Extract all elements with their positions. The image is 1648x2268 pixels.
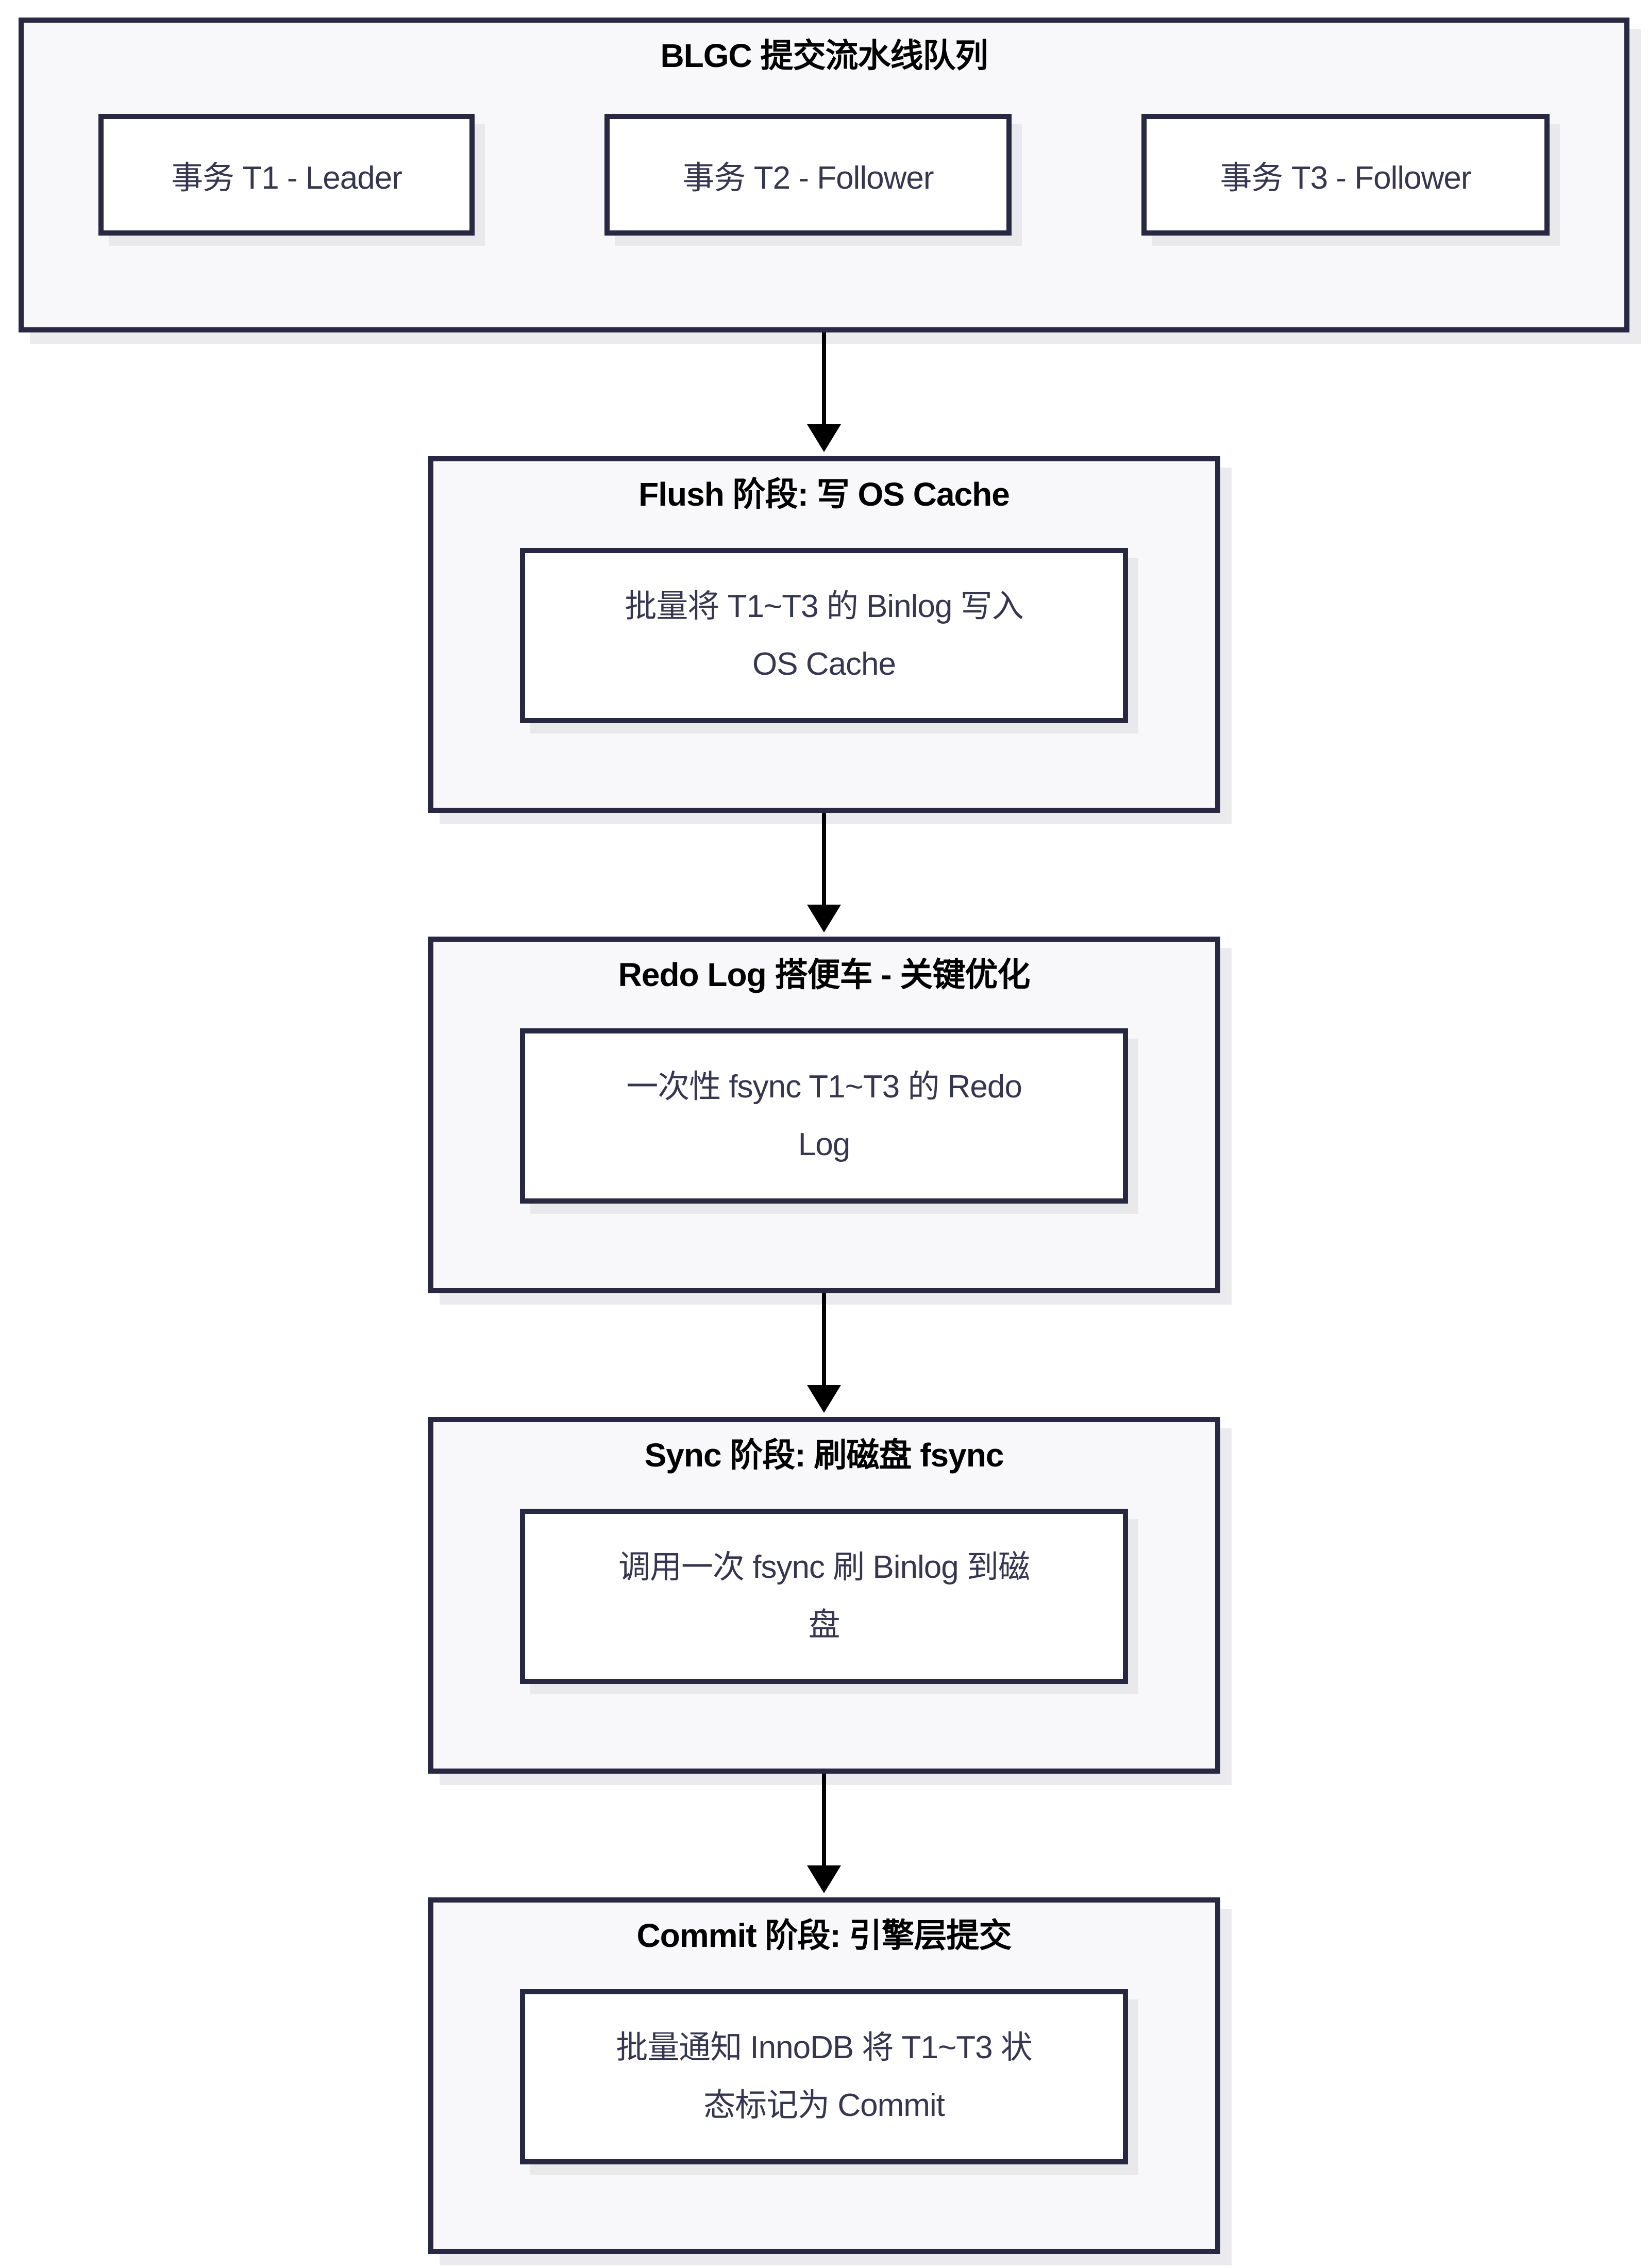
stage-commit-title: Commit 阶段: 引擎层提交 <box>636 1917 1012 1954</box>
node-commit-detail: 批量通知 InnoDB 将 T1~T3 状 态标记为 Commit <box>520 1989 1128 2164</box>
node-transaction-t1: 事务 T1 - Leader <box>98 114 475 236</box>
stage-flush-container: Flush 阶段: 写 OS Cache 批量将 T1~T3 的 Binlog … <box>428 456 1220 813</box>
arrow-shaft <box>822 1293 826 1385</box>
stage-redo-title: Redo Log 搭便车 - 关键优化 <box>618 956 1031 993</box>
node-text-line: 态标记为 Commit <box>703 2088 945 2123</box>
arrowhead-down-icon <box>807 424 841 452</box>
node-text-line: 批量通知 InnoDB 将 T1~T3 状 <box>616 2030 1033 2065</box>
node-label: 事务 T3 - Follower <box>1220 160 1472 196</box>
node-text-line: Log <box>798 1127 850 1162</box>
node-transaction-t2: 事务 T2 - Follower <box>604 114 1012 236</box>
stage-commit-container: Commit 阶段: 引擎层提交 批量通知 InnoDB 将 T1~T3 状 态… <box>428 1897 1220 2254</box>
node-sync-detail: 调用一次 fsync 刷 Binlog 到磁 盘 <box>520 1509 1128 1684</box>
queue-container: BLGC 提交流水线队列 事务 T1 - Leader 事务 T2 - Foll… <box>19 18 1629 332</box>
node-text-line: 一次性 fsync T1~T3 的 Redo <box>626 1069 1022 1105</box>
node-text-line: 批量将 T1~T3 的 Binlog 写入 <box>625 589 1023 624</box>
node-text-line: 盘 <box>808 1607 840 1643</box>
arrowhead-down-icon <box>807 1865 841 1893</box>
arrow-sync-to-commit <box>803 1774 845 1897</box>
node-redo-detail: 一次性 fsync T1~T3 的 Redo Log <box>520 1028 1128 1204</box>
arrow-queue-to-flush <box>803 332 845 456</box>
stage-redo-container: Redo Log 搭便车 - 关键优化 一次性 fsync T1~T3 的 Re… <box>428 937 1220 1293</box>
node-text-line: OS Cache <box>752 646 896 682</box>
arrowhead-down-icon <box>807 905 841 932</box>
arrow-shaft <box>822 332 826 424</box>
stage-sync-title: Sync 阶段: 刷磁盘 fsync <box>644 1437 1004 1474</box>
node-text-line: 调用一次 fsync 刷 Binlog 到磁 <box>618 1549 1030 1585</box>
stage-flush-title: Flush 阶段: 写 OS Cache <box>638 476 1010 513</box>
arrowhead-down-icon <box>807 1385 841 1413</box>
arrow-shaft <box>822 1774 826 1865</box>
arrow-shaft <box>822 813 826 905</box>
arrow-flush-to-redo <box>803 813 845 937</box>
stage-sync-container: Sync 阶段: 刷磁盘 fsync 调用一次 fsync 刷 Binlog 到… <box>428 1417 1220 1774</box>
arrow-redo-to-sync <box>803 1293 845 1417</box>
node-transaction-t3: 事务 T3 - Follower <box>1141 114 1550 236</box>
transaction-row: 事务 T1 - Leader 事务 T2 - Follower 事务 T3 - … <box>24 114 1624 236</box>
queue-title: BLGC 提交流水线队列 <box>660 37 988 74</box>
node-label: 事务 T2 - Follower <box>682 160 934 196</box>
node-flush-detail: 批量将 T1~T3 的 Binlog 写入 OS Cache <box>520 548 1128 723</box>
node-label: 事务 T1 - Leader <box>171 160 402 196</box>
